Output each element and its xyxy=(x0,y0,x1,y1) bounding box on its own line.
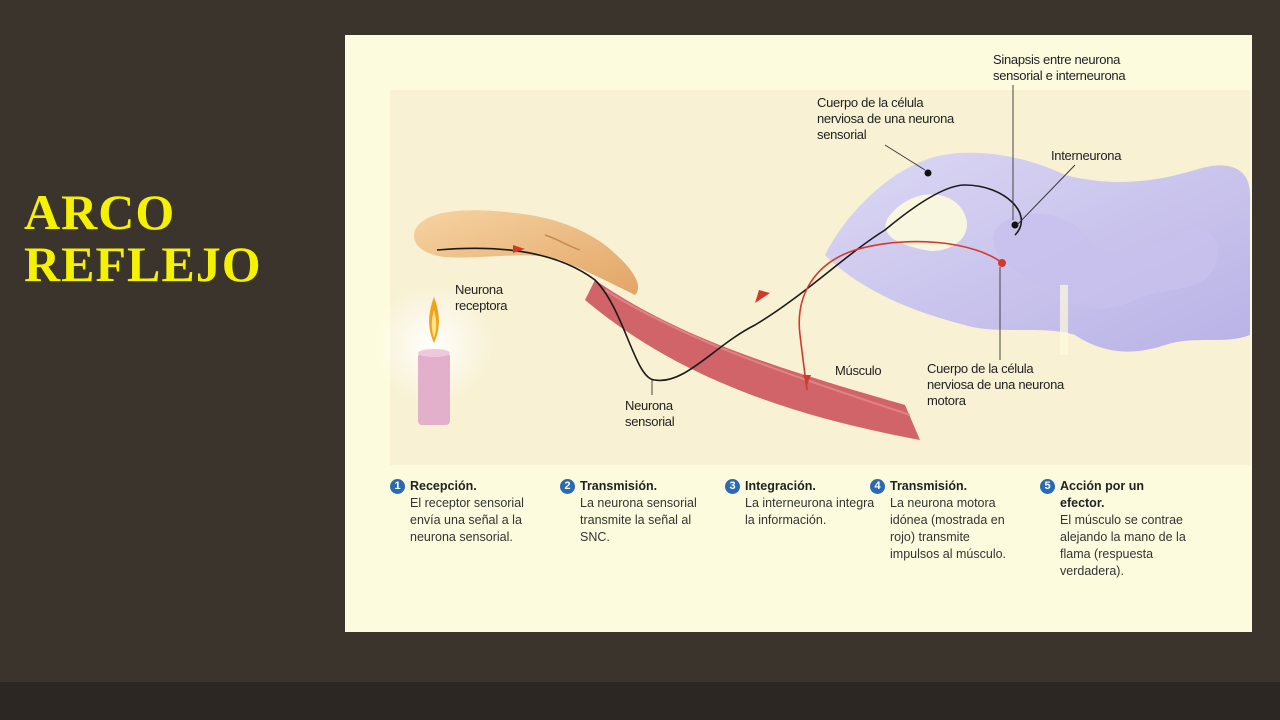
label-interneuron: Interneurona xyxy=(1051,148,1122,163)
label-muscle: Músculo xyxy=(835,363,882,378)
step-2: 2 Transmisión. La neurona sensorial tran… xyxy=(560,478,710,546)
step-heading: Acción por un efector. xyxy=(1060,479,1145,510)
motor-neuron-path xyxy=(798,240,1006,391)
step-number-badge: 2 xyxy=(560,479,575,494)
step-5: 5 Acción por un efector. El músculo se c… xyxy=(1040,478,1190,580)
step-1: 1 Recepción. El receptor sensorial envía… xyxy=(390,478,540,546)
step-number-badge: 3 xyxy=(725,479,740,494)
spinal-cord xyxy=(825,152,1250,355)
step-3: 3 Integración. La interneurona integra l… xyxy=(725,478,875,529)
step-text: La interneurona integra la información. xyxy=(745,496,875,527)
step-heading: Transmisión. xyxy=(890,479,968,493)
step-number-badge: 5 xyxy=(1040,479,1055,494)
label-motor-cell-body: Cuerpo de la célula nerviosa de una neur… xyxy=(927,361,1064,408)
motor-cell-body-dot xyxy=(998,259,1006,267)
step-heading: Transmisión. xyxy=(580,479,658,493)
title-line-2: REFLEJO xyxy=(24,236,262,292)
label-sensory-cell-body: Cuerpo de la célula nerviosa de una neur… xyxy=(817,95,954,142)
signal-arrow xyxy=(513,245,525,253)
title-line-1: ARCO xyxy=(24,184,176,240)
reflex-arc-figure: Sinapsis entre neurona sensorial e inter… xyxy=(345,35,1252,632)
step-heading: Integración. xyxy=(745,479,816,493)
step-number-badge: 4 xyxy=(870,479,885,494)
reflex-arc-illustration xyxy=(371,85,1250,465)
bottom-band xyxy=(0,682,1280,720)
sensory-cell-body-dot xyxy=(924,169,932,177)
step-number-badge: 1 xyxy=(390,479,405,494)
step-text: El músculo se contrae alejando la mano d… xyxy=(1060,513,1186,578)
step-4: 4 Transmisión. La neurona motora idónea … xyxy=(870,478,1020,563)
slide-title: ARCO REFLEJO xyxy=(24,186,262,290)
step-text: La neurona sensorial transmite la señal … xyxy=(580,496,697,544)
synapse-dot xyxy=(1011,221,1019,229)
signal-arrow xyxy=(755,290,770,303)
step-text: La neurona motora idónea (mostrada en ro… xyxy=(890,496,1007,561)
dorsal-root-ganglion-space xyxy=(885,194,967,251)
sensory-neuron-path xyxy=(436,184,1022,382)
candle-icon xyxy=(371,283,495,425)
step-heading: Recepción. xyxy=(410,479,477,493)
label-synapse: Sinapsis entre neurona sensorial e inter… xyxy=(993,52,1126,83)
step-text: El receptor sensorial envía una señal a … xyxy=(410,496,524,544)
label-receptor-neuron: Neurona receptora xyxy=(455,282,508,313)
label-sensory-neuron: Neurona sensorial xyxy=(625,398,675,429)
